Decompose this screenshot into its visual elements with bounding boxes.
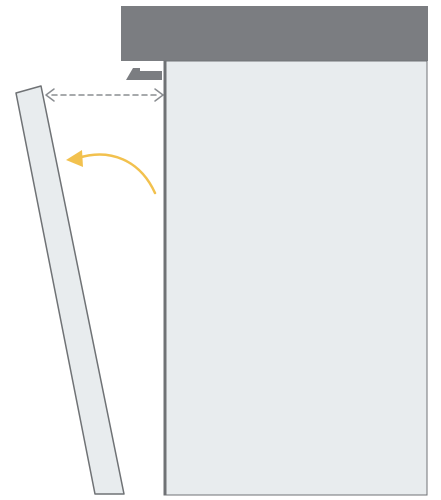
tilt-arrowhead — [66, 150, 83, 167]
gap-arrowhead-left — [45, 88, 55, 102]
curved-arrow-left-icon — [66, 150, 157, 195]
tilt-arrow-curve — [76, 153, 157, 195]
countertop — [121, 6, 428, 61]
mounting-bracket — [126, 68, 162, 80]
gap-dimension-arrow — [45, 88, 164, 102]
gap-arrowhead-right — [154, 88, 164, 102]
furniture-door-panel — [15, 85, 125, 495]
appliance-front-panel — [163, 60, 428, 496]
